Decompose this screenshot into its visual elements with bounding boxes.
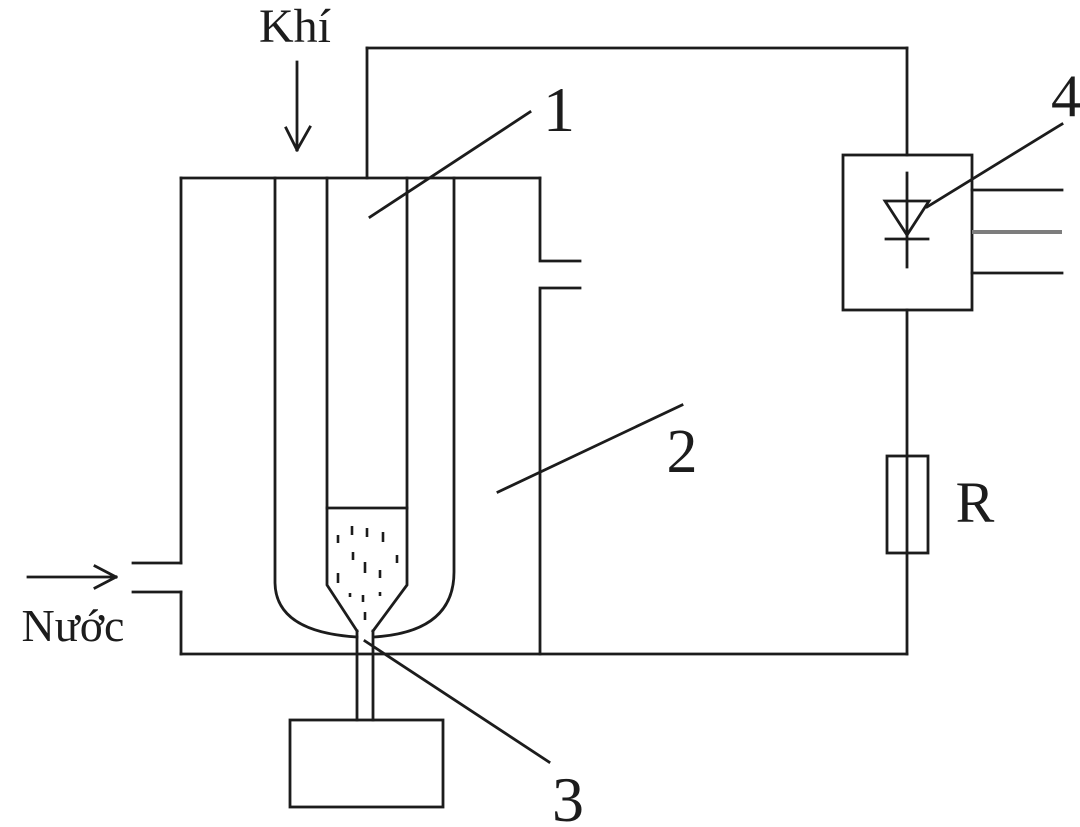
gas-label: Khí [259, 0, 331, 53]
inner-tube-left-wall [325, 176, 359, 633]
inner-tube-right-wall [371, 176, 409, 633]
leader-line-4 [925, 122, 1064, 209]
line-work [26, 46, 1064, 809]
water-label: Nước [22, 600, 125, 651]
vessel-right-wall-upper [538, 176, 582, 263]
leader-line-2 [496, 403, 684, 494]
resistor-body [885, 454, 930, 555]
spray-droplets [336, 526, 399, 620]
diode-triangle-icon [882, 199, 932, 238]
diagram-labels: Khí Nước 1 2 3 4 R [22, 0, 1080, 827]
part-1-label: 1 [543, 74, 575, 145]
part-2-label: 2 [667, 418, 698, 486]
leader-line-1 [368, 110, 532, 219]
bell-tube-right-wall [372, 176, 456, 639]
vessel-right-wall-lower [538, 286, 582, 656]
part-3-label: 3 [552, 764, 584, 827]
resistor-label: R [956, 470, 995, 535]
part-4-label: 4 [1051, 63, 1080, 129]
collector-box [288, 718, 445, 809]
water-flow-arrow-icon [26, 564, 118, 590]
gas-flow-arrow-icon [284, 60, 312, 152]
bell-tube-left-wall [273, 176, 359, 639]
leader-line-3 [363, 639, 551, 764]
